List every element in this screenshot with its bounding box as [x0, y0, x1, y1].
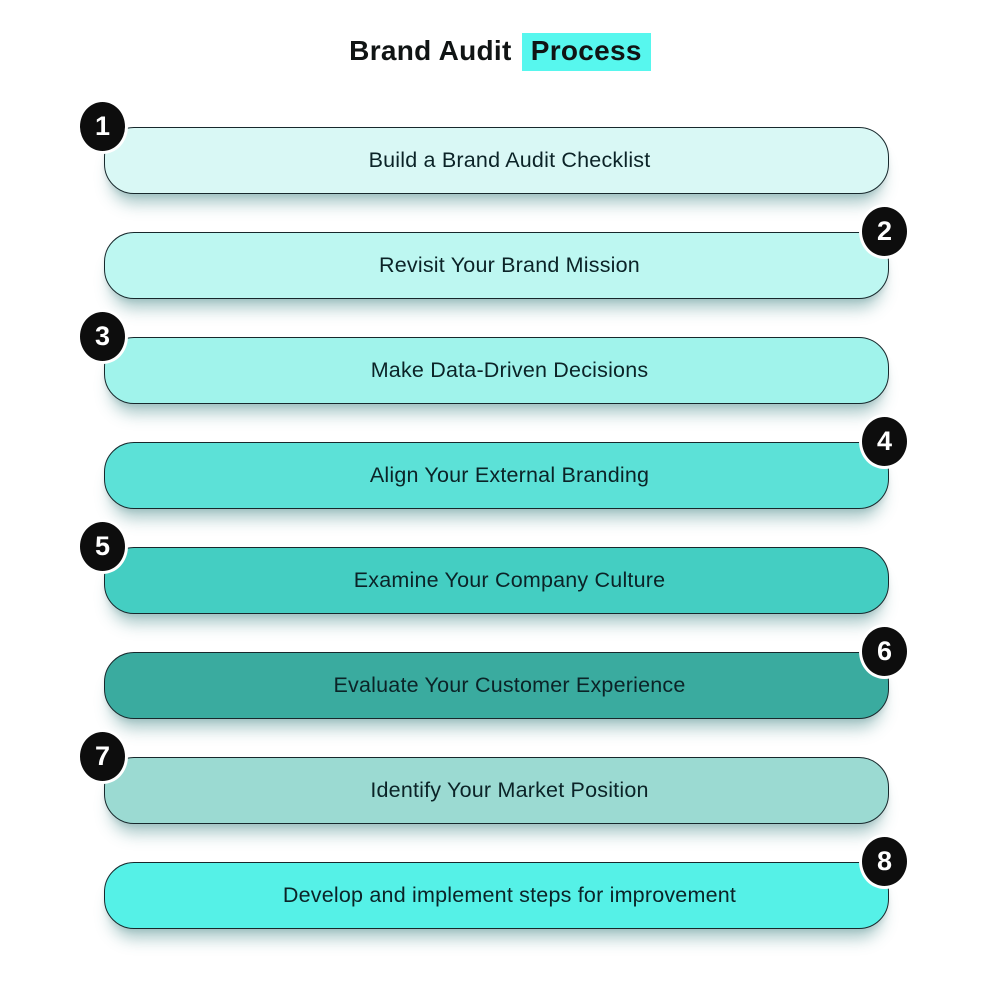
step-bar-7: 7 Identify Your Market Position — [77, 729, 889, 824]
step-number-badge-2: 2 — [859, 204, 910, 259]
step-label-5: Examine Your Company Culture — [353, 568, 666, 592]
step-bar-5: 5 Examine Your Company Culture — [77, 519, 889, 614]
page-title: Brand Audit Process — [0, 33, 1000, 71]
process-steps: 1 Build a Brand Audit Checklist 2 Revisi… — [77, 99, 910, 967]
step-number-badge-4: 4 — [859, 414, 910, 469]
step-label-2: Revisit Your Brand Mission — [379, 253, 640, 277]
step-label-8: Develop and implement steps for improvem… — [282, 883, 737, 907]
step-label-4: Align Your External Branding — [369, 463, 650, 487]
step-bar-3: 3 Make Data-Driven Decisions — [77, 309, 889, 404]
step-bar-8: 8 Develop and implement steps for improv… — [104, 834, 910, 929]
step-number-badge-6: 6 — [859, 624, 910, 679]
step-label-1: Build a Brand Audit Checklist — [368, 148, 651, 172]
step-number-badge-5: 5 — [77, 519, 128, 574]
step-number-badge-8: 8 — [859, 834, 910, 889]
step-bar-2: 2 Revisit Your Brand Mission — [104, 204, 910, 299]
step-number-badge-3: 3 — [77, 309, 128, 364]
step-bar-4: 4 Align Your External Branding — [104, 414, 910, 509]
step-label-6: Evaluate Your Customer Experience — [333, 673, 686, 697]
page-title-prefix: Brand Audit — [349, 35, 520, 66]
step-bar-6: 6 Evaluate Your Customer Experience — [104, 624, 910, 719]
page-title-highlight: Process — [521, 33, 651, 71]
step-bar-1: 1 Build a Brand Audit Checklist — [77, 99, 889, 194]
step-label-7: Identify Your Market Position — [370, 778, 649, 802]
step-number-badge-1: 1 — [77, 99, 128, 154]
step-label-3: Make Data-Driven Decisions — [370, 358, 649, 382]
step-number-badge-7: 7 — [77, 729, 128, 784]
